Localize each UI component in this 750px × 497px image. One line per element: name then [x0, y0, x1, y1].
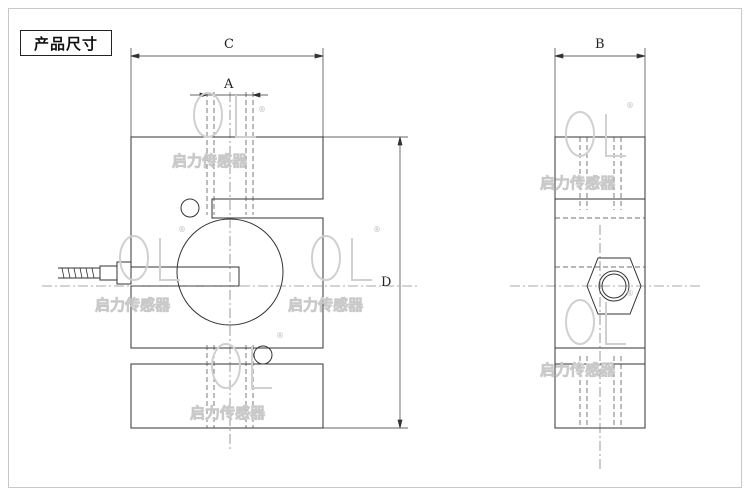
svg-text:启力传感器: 启力传感器 [172, 152, 248, 170]
watermark-4: 启力传感器 ® [190, 331, 284, 422]
dimension-a-label: A [223, 77, 234, 92]
svg-text:®: ® [178, 225, 186, 234]
svg-text:®: ® [258, 105, 266, 114]
bottom-block [130, 363, 324, 429]
s-beam-outline [130, 136, 324, 349]
dimension-b-label: B [595, 37, 605, 52]
drawing-frame [8, 8, 742, 488]
cable-gland [58, 261, 132, 285]
svg-text:启力传感器: 启力传感器 [540, 361, 616, 379]
dimension-b [554, 48, 646, 137]
svg-text:启力传感器: 启力传感器 [540, 174, 616, 192]
dimension-d-label: D [381, 275, 391, 290]
watermark-1: 启力传感器 ® [172, 105, 266, 170]
svg-text:启力传感器: 启力传感器 [95, 296, 171, 314]
svg-text:启力传感器: 启力传感器 [190, 404, 266, 422]
watermark-5: 启力传感器 ® [540, 101, 634, 192]
watermark-6: 启力传感器 ® [540, 289, 634, 379]
watermark-2: 启力传感器 ® [95, 225, 186, 314]
side-center-lines [510, 225, 700, 470]
svg-text:®: ® [626, 101, 634, 110]
svg-text:®: ® [373, 225, 381, 234]
upper-keyhole [180, 198, 200, 218]
dimension-c [130, 48, 324, 137]
front-center-lines [42, 92, 420, 450]
section-title: 产品尺寸 [20, 30, 112, 56]
svg-text:启力传感器: 启力传感器 [288, 296, 364, 314]
front-view [130, 136, 324, 429]
ql-logo-marks [119, 92, 626, 389]
svg-text:®: ® [626, 289, 634, 298]
lower-keyhole [253, 345, 273, 365]
svg-text:®: ® [276, 331, 284, 340]
dimension-c-label: C [224, 37, 234, 52]
dimension-d [323, 136, 408, 429]
watermark-3: 启力传感器 ® [288, 225, 381, 314]
